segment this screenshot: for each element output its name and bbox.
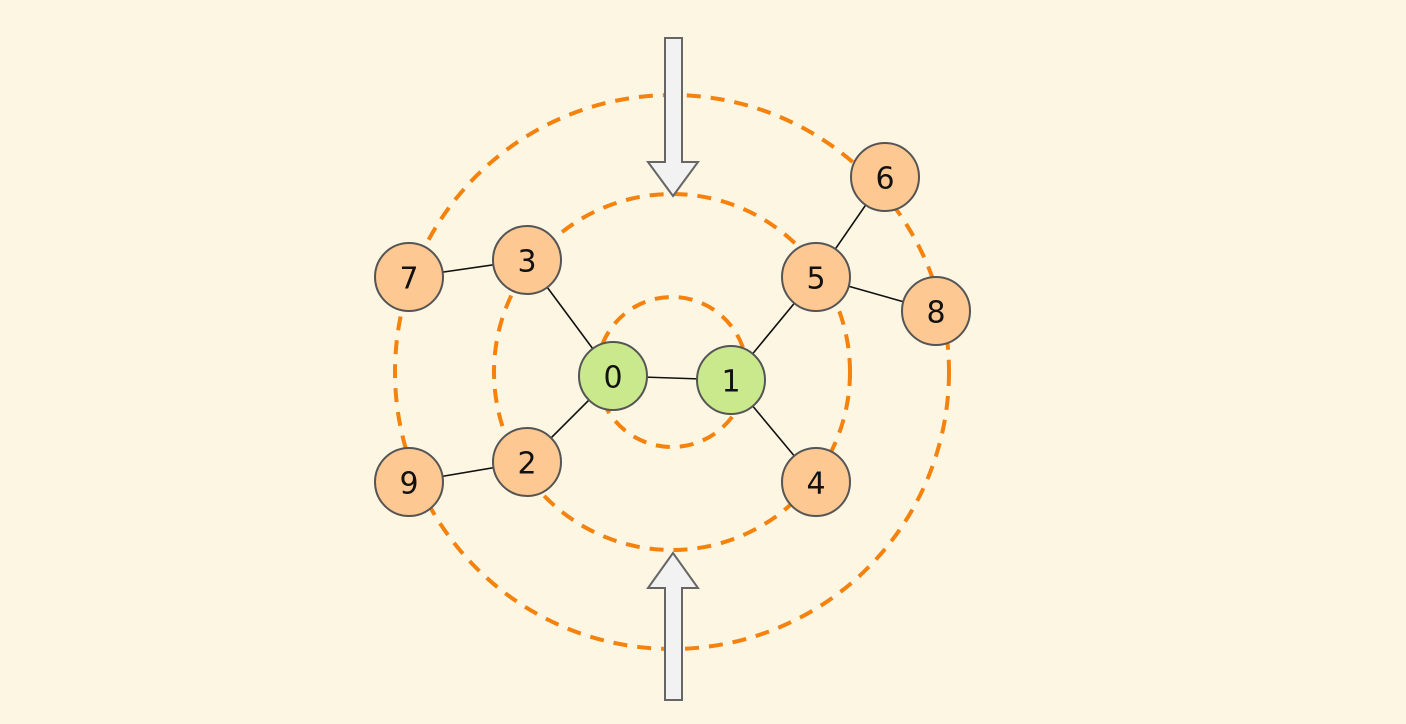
node-7-circle [374, 242, 444, 312]
node-7-label: 7 [399, 262, 418, 297]
node-8-label: 8 [926, 296, 945, 331]
node-4-label: 4 [806, 467, 825, 502]
ring-middle [492, 192, 852, 552]
node-2: 2 [492, 427, 562, 497]
node-0: 0 [578, 341, 648, 411]
node-6-circle [850, 142, 920, 212]
node-9: 9 [374, 447, 444, 517]
top-arrow-icon [646, 37, 700, 198]
node-4-circle [781, 447, 851, 517]
node-7: 7 [374, 242, 444, 312]
node-0-label: 0 [603, 361, 622, 396]
node-8: 8 [901, 276, 971, 346]
node-1-label: 1 [721, 365, 740, 400]
node-4: 4 [781, 447, 851, 517]
node-5-circle [781, 242, 851, 312]
node-3: 3 [492, 225, 562, 295]
node-0-circle [578, 341, 648, 411]
node-9-circle [374, 447, 444, 517]
node-2-label: 2 [517, 447, 536, 482]
node-6: 6 [850, 142, 920, 212]
node-9-label: 9 [399, 467, 418, 502]
bottom-arrow-icon [646, 551, 700, 701]
node-2-circle [492, 427, 562, 497]
node-1-circle [696, 345, 766, 415]
node-5-label: 5 [806, 262, 825, 297]
node-8-circle [901, 276, 971, 346]
node-3-circle [492, 225, 562, 295]
node-5: 5 [781, 242, 851, 312]
node-6-label: 6 [875, 162, 894, 197]
nodes: 0 1 2 3 4 5 6 7 8 9 [374, 142, 971, 517]
arrows [646, 37, 700, 701]
node-3-label: 3 [517, 245, 536, 280]
node-1: 1 [696, 345, 766, 415]
